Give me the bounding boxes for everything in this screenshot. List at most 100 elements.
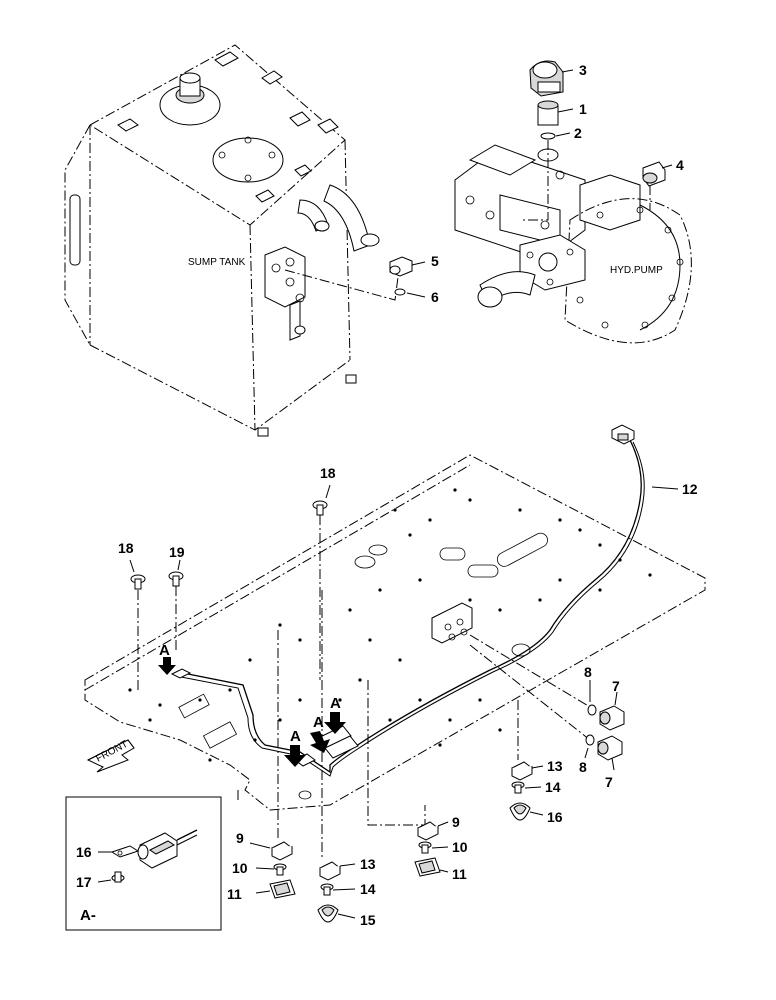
plate-hole xyxy=(468,598,472,602)
o-ring-2: 2 xyxy=(540,125,582,141)
callout-15-right: 16 xyxy=(547,809,563,825)
plate-hole xyxy=(298,638,302,642)
plate-hole xyxy=(578,528,582,532)
plate-hole xyxy=(408,533,412,537)
plate-hole xyxy=(453,488,457,492)
sump-tank: SUMP TANK xyxy=(64,44,401,437)
plate-hole xyxy=(198,698,202,702)
view-a-arrows: A A A A xyxy=(158,642,346,767)
plate-hole xyxy=(248,658,252,662)
callout-9-center: 9 xyxy=(452,814,460,830)
callout-15-lower: 15 xyxy=(360,912,376,928)
callout-10-left: 10 xyxy=(232,860,248,876)
callout-12: 12 xyxy=(682,481,698,497)
bolt-18-left: 18 xyxy=(118,540,146,690)
fitting-1: 1 xyxy=(537,100,587,126)
plate-hole xyxy=(468,498,472,502)
wire-harness-12: 12 xyxy=(175,424,698,777)
plate-hole xyxy=(348,608,352,612)
callout-9-left: 9 xyxy=(236,830,244,846)
callout-16: 16 xyxy=(76,844,92,860)
plate-hole xyxy=(418,698,422,702)
leader-lines xyxy=(237,590,519,860)
plate-hole xyxy=(358,678,362,682)
callout-17-text: 17 xyxy=(76,874,92,890)
arrow-a-label-2: A xyxy=(290,728,301,745)
o-ring-6: 6 xyxy=(394,288,439,305)
plate-hole xyxy=(338,698,342,702)
grommet-15-right: 16 xyxy=(509,802,563,825)
callout-7-lower: 7 xyxy=(605,774,613,790)
o-ring-8-upper: 8 xyxy=(584,664,597,716)
view-a-label: A- xyxy=(80,907,96,924)
callout-14-right: 14 xyxy=(545,779,561,795)
sump-tank-label: SUMP TANK xyxy=(188,257,246,268)
callout-7-upper: 7 xyxy=(612,678,620,694)
plate-hole xyxy=(398,658,402,662)
arrow-a-label-4: A xyxy=(330,695,341,712)
callout-18-top: 18 xyxy=(320,465,336,481)
hyd-pump: HYD.PUMP xyxy=(454,140,692,344)
plate-hole xyxy=(498,608,502,612)
plate-hole xyxy=(648,573,652,577)
plate-hole xyxy=(418,578,422,582)
bolt-14-right: 14 xyxy=(511,779,561,795)
fitting-7-upper: 7 xyxy=(599,678,625,731)
plate-hole xyxy=(428,518,432,522)
callout-8-upper: 8 xyxy=(584,664,592,680)
plate-hole xyxy=(498,728,502,732)
callout-10-center: 10 xyxy=(452,839,468,855)
plate-hole xyxy=(128,688,132,692)
plate-hole xyxy=(598,588,602,592)
callout-1: 1 xyxy=(579,101,587,117)
callout-14-lower: 14 xyxy=(360,881,376,897)
plate-hole xyxy=(368,638,372,642)
callout-19: 19 xyxy=(169,544,185,560)
callout-3: 3 xyxy=(579,62,587,78)
plate-holes xyxy=(128,488,652,762)
grommet-11-left: 11 xyxy=(227,879,296,902)
clamp-9-center: 9 xyxy=(417,814,460,841)
o-ring-8-lower: 8 xyxy=(579,734,595,775)
plate-hole xyxy=(278,718,282,722)
callout-18-left: 18 xyxy=(118,540,134,556)
callout-2: 2 xyxy=(574,125,582,141)
clamp-13-right: 13 xyxy=(511,758,563,781)
detail-view-a: 16 18 17 A- xyxy=(65,796,222,931)
front-arrow: FRONT xyxy=(86,739,135,773)
hyd-pump-label: HYD.PUMP xyxy=(610,265,663,276)
callout-11-left: 11 xyxy=(227,886,242,902)
grommet-11-center: 11 xyxy=(414,857,467,882)
bolt-10-left: 10 xyxy=(232,860,287,876)
bolt-10-center: 10 xyxy=(418,839,468,855)
arrow-a-label-1: A xyxy=(159,642,170,659)
callout-11-center: 11 xyxy=(452,866,467,882)
arrow-a-label-3: A xyxy=(313,714,324,731)
bolt-18-top: 18 xyxy=(312,465,336,680)
callout-8-lower: 8 xyxy=(579,759,587,775)
fitting-4: 4 xyxy=(642,157,684,187)
callout-5: 5 xyxy=(431,253,439,269)
plate-hole xyxy=(158,703,162,707)
fitting-3: 3 xyxy=(529,60,587,97)
clamp-9-left: 9 xyxy=(236,830,293,861)
plate-hole xyxy=(148,718,152,722)
plate-valve-block xyxy=(431,602,596,741)
grommet-15-lower: 15 xyxy=(317,904,376,928)
clamp-13-lower: 13 xyxy=(319,856,376,881)
plate-hole xyxy=(378,588,382,592)
plate-hole xyxy=(298,698,302,702)
callout-6: 6 xyxy=(431,289,439,305)
floor-plate xyxy=(84,454,706,811)
plate-hole xyxy=(518,508,522,512)
plate-hole xyxy=(393,508,397,512)
plate-hole xyxy=(208,758,212,762)
plate-hole xyxy=(558,518,562,522)
plate-hole xyxy=(478,698,482,702)
plate-hole xyxy=(388,718,392,722)
plate-hole xyxy=(448,718,452,722)
fitting-5: 5 xyxy=(389,253,439,277)
callout-13-right: 13 xyxy=(547,758,563,774)
plate-hole xyxy=(228,688,232,692)
